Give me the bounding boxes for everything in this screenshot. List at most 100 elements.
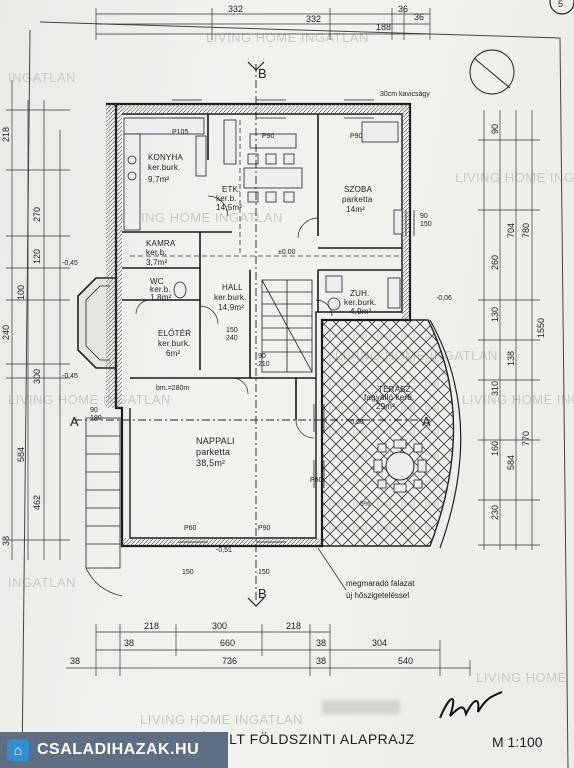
room-etk-floor: ker.b. — [216, 194, 237, 203]
room-szoba-floor: parketta — [342, 195, 373, 204]
room-nappali-floor: parketta — [196, 447, 230, 457]
label: P105 — [172, 129, 188, 136]
dim-right: 704 — [506, 223, 516, 238]
room-wc-name: WC — [150, 277, 164, 286]
label: 150 — [420, 221, 432, 228]
dim-right: 90 — [490, 124, 500, 134]
watermark: LIVING HOME INGATLAN — [120, 210, 283, 225]
room-terasz-area: 29m² — [376, 402, 395, 411]
room-furniture — [361, 121, 403, 235]
label: -0,45 — [62, 260, 78, 267]
label: P60 — [184, 525, 197, 532]
label: 90 — [420, 213, 428, 220]
label: P90 — [258, 525, 271, 532]
dim-left: 584 — [16, 447, 26, 462]
annotation-line1: megmaradó falazat — [346, 579, 415, 588]
dim-left: 300 — [32, 369, 42, 384]
terrace-area — [321, 319, 455, 547]
dim-bottom: 38 — [316, 656, 326, 666]
redacted-area — [322, 700, 400, 714]
label: -0,51 — [216, 547, 232, 554]
page-frame — [21, 21, 569, 768]
left-dimension-lines — [6, 80, 70, 560]
watermark: INGATLAN — [8, 70, 77, 85]
room-eloter-name: ELŐTÉR — [158, 329, 191, 338]
watermark: LIVING HOME — [476, 670, 567, 685]
site-badge-label: CSALADIHAZAK.HU — [37, 741, 200, 758]
room-zuh-area: 4,9m² — [350, 307, 372, 316]
dim-bottom: 38 — [70, 656, 80, 666]
right-dimension-lines — [478, 110, 540, 550]
compass-icon — [469, 49, 515, 95]
dim-bottom: 300 — [212, 621, 227, 631]
room-zuh-name: ZUH. — [350, 289, 369, 298]
interior-walls — [122, 114, 402, 420]
dim-bottom: 304 — [372, 638, 387, 648]
room-szoba-area: 14m² — [346, 205, 365, 214]
dim-left: 218 — [1, 127, 11, 142]
room-etk-name: ETK. — [222, 185, 241, 194]
label: 150 — [226, 327, 238, 334]
label: 180 — [90, 415, 102, 422]
room-konyha-floor: ker.burk. — [148, 163, 180, 172]
room-terasz-floor: fagyálló kerb. — [364, 393, 414, 402]
label: 240 — [226, 335, 238, 342]
room-szoba-name: SZOBA — [344, 185, 373, 194]
section-marker-a: A — [422, 414, 431, 429]
room-hall-floor: ker.burk. — [214, 293, 246, 302]
room-zuh-floor: ker.burk. — [344, 298, 376, 307]
dim-right: 310 — [490, 381, 500, 396]
label: 90 — [258, 353, 266, 360]
section-marker-b: B — [258, 66, 267, 81]
dim-bottom: 38 — [124, 638, 134, 648]
watermark: LIVING HOME INGATLAN — [8, 392, 171, 407]
terrace-table — [385, 451, 415, 481]
room-terasz-name: TERASZ — [378, 385, 411, 394]
room-kamra-floor: ker.b. — [146, 248, 167, 257]
exterior-stairs — [85, 417, 123, 597]
label: -0,45 — [62, 373, 78, 380]
room-kamra-area: 3,7m² — [146, 258, 168, 267]
windows — [172, 99, 415, 543]
label: -0,06 — [436, 295, 452, 302]
room-eloter-floor: ker.burk. — [158, 339, 190, 348]
dim-top: 332 — [306, 14, 321, 24]
site-badge[interactable]: ⌂ CSALADIHAZAK.HU — [0, 732, 228, 768]
dim-left: 100 — [16, 285, 26, 300]
bathroom-fixtures — [173, 275, 401, 311]
label: 210 — [258, 361, 270, 368]
dim-right: 230 — [490, 505, 500, 520]
dim-left: 38 — [1, 536, 11, 546]
room-nappali-area: 38,5m² — [196, 458, 225, 468]
section-marker-b: B — [258, 586, 267, 601]
dim-right: 160 — [490, 441, 500, 456]
dim-right: 770 — [521, 431, 531, 446]
label: 5% — [360, 501, 370, 508]
room-hall-name: HALL — [222, 283, 243, 292]
dim-right: 780 — [521, 223, 531, 238]
room-konyha-name: KONYHA — [148, 153, 183, 162]
label: 30cm kavicságy — [380, 91, 430, 98]
dim-left: 120 — [32, 249, 42, 264]
label: ±0.00 — [278, 249, 296, 256]
label: 150 — [182, 569, 194, 576]
dim-top: 188 — [376, 22, 391, 32]
dining-table — [223, 119, 303, 203]
door-swings — [135, 195, 333, 439]
watermark: LIVING HOME ING — [462, 392, 574, 407]
label: P90 — [350, 133, 363, 140]
page-number-circle — [549, 0, 574, 15]
room-hall-area: 14,9m² — [218, 303, 244, 312]
dim-bottom: 38 — [316, 638, 326, 648]
dim-top: 36 — [398, 4, 408, 14]
room-konyha-area: 9,7m² — [148, 175, 170, 184]
bottom-dimension-lines — [66, 624, 471, 676]
interior-stairs — [261, 279, 313, 373]
dim-right: 1550 — [536, 318, 546, 338]
room-etk-area: 14,5m² — [216, 203, 242, 212]
room-wc-floor: ker.b. — [150, 285, 171, 294]
signature-icon — [439, 691, 503, 719]
section-marker-a: A — [70, 414, 79, 429]
dim-bottom: 540 — [398, 656, 413, 666]
